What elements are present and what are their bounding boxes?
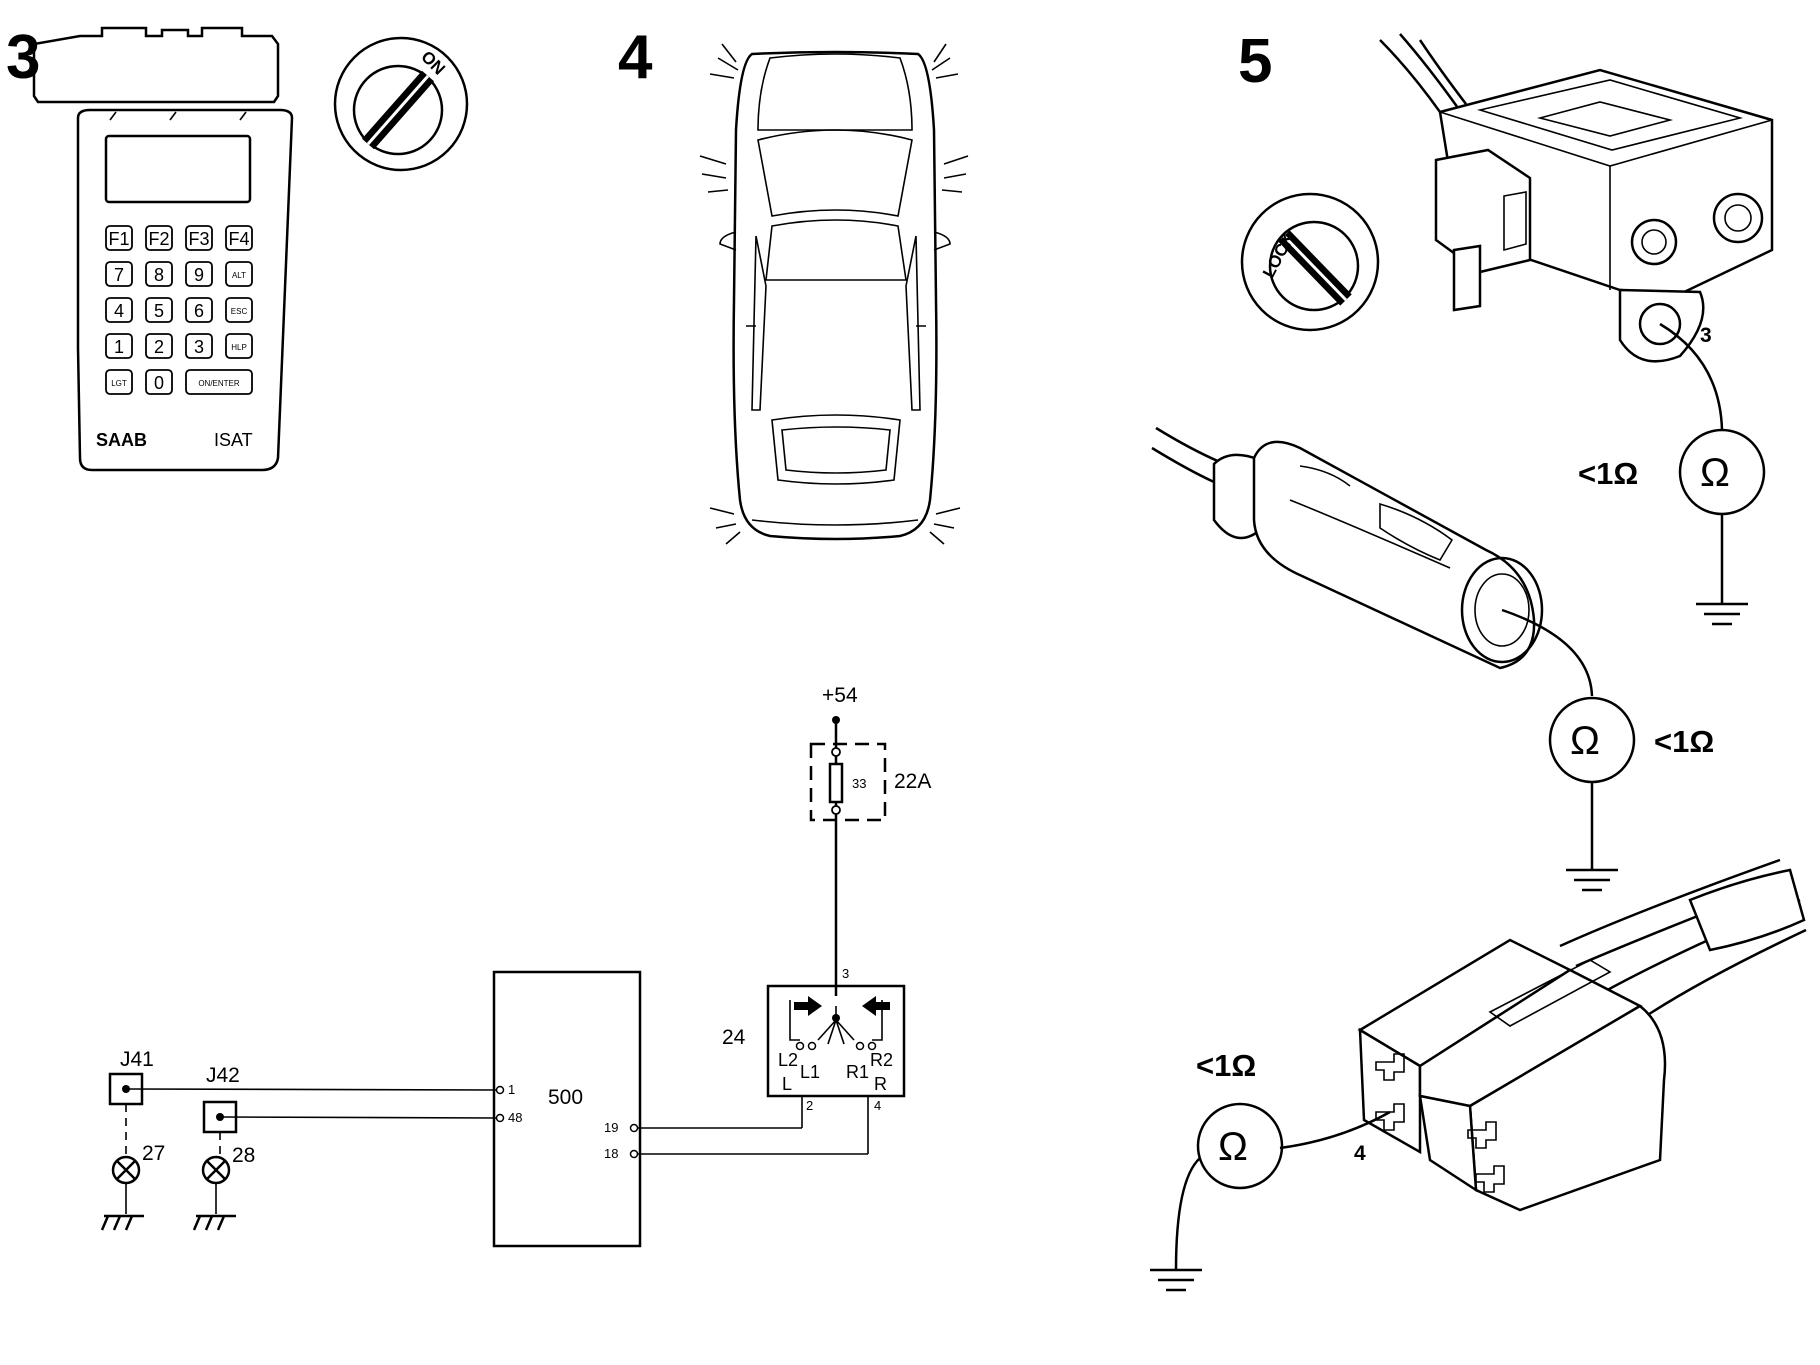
fuse-icon	[828, 762, 844, 804]
ignition-on-icon: ON	[333, 36, 469, 172]
isat-key-bg	[145, 261, 173, 287]
switch-l1: L1	[800, 1062, 820, 1082]
fuse-box	[809, 742, 887, 822]
fuse-rating: 22A	[894, 770, 931, 793]
isat-key-bg	[225, 297, 253, 323]
ohm-symbol-2: Ω	[1570, 719, 1600, 763]
isat-key-bg	[145, 225, 173, 251]
isat-key-bg	[145, 297, 173, 323]
car-hazard-lights-icon	[699, 43, 969, 545]
isat-key-bg	[185, 225, 213, 251]
isat-key-bg	[185, 369, 253, 395]
isat-keypad: F1 F2 F3 F4 7 8 9 ALT 4 5 6 ESC 1 2 3 HLP LGT 0 ON/ENTER	[105, 225, 253, 395]
ohmmeter-3-icon: Ω <1Ω	[1150, 1048, 1284, 1292]
isat-key-bg	[105, 261, 133, 287]
isat-key-bg	[185, 261, 213, 287]
isat-key-hlp: HLP	[231, 343, 247, 352]
connector-j41-label: J41	[120, 1048, 154, 1071]
isat-key-bg	[105, 297, 133, 323]
switch-id: 24	[722, 1026, 746, 1049]
fuse-number: 33	[852, 776, 866, 791]
lamp-27-label: 27	[142, 1142, 165, 1165]
pin-3-label: 3	[1700, 324, 1712, 347]
hazard-switch-box	[766, 984, 906, 1098]
reading-2: <1Ω	[1654, 724, 1714, 759]
switch-pin-3: 3	[842, 966, 849, 981]
isat-key-bg	[105, 225, 133, 251]
control-unit-label: 500	[548, 1086, 583, 1109]
isat-key-bg	[145, 369, 173, 395]
ohmmeter-1-icon: Ω <1Ω	[1578, 428, 1766, 626]
isat-key-6: 6	[194, 301, 204, 321]
isat-key-3: 3	[194, 337, 204, 357]
isat-key-bg	[105, 333, 133, 359]
ohm-symbol-3: Ω	[1218, 1125, 1248, 1169]
wiring-diagram: +54 33 22A 3 24 L2 L1 L R1 R2 R 2 4	[100, 684, 931, 1248]
isat-key-bg	[105, 369, 133, 395]
lamp-28-label: 28	[232, 1144, 255, 1167]
isat-key-bg	[185, 297, 213, 323]
unit-pin-19: 19	[604, 1120, 618, 1135]
isat-key-f3: F3	[188, 229, 209, 249]
isat-key-bg	[225, 261, 253, 287]
isat-key-lgt: LGT	[111, 379, 127, 388]
connector-top-icon: 3	[1379, 33, 1774, 431]
isat-key-1: 1	[114, 337, 124, 357]
isat-key-bg	[145, 333, 173, 359]
switch-pin-2: 2	[806, 1098, 813, 1113]
switch-r1: R1	[846, 1062, 869, 1082]
unit-pin-1: 1	[508, 1082, 515, 1097]
supply-label: +54	[822, 684, 858, 707]
isat-key-2: 2	[154, 337, 164, 357]
switch-l2: L2	[778, 1050, 798, 1070]
unit-pin-48: 48	[508, 1110, 522, 1125]
connector-j42-label: J42	[206, 1064, 240, 1087]
isat-key-bg	[225, 333, 253, 359]
lamp-27-icon	[100, 1155, 144, 1231]
reading-1: <1Ω	[1578, 456, 1638, 491]
pin-4-label: 4	[1354, 1142, 1366, 1165]
isat-key-0: 0	[154, 373, 164, 393]
ohmmeter-2-icon: Ω <1Ω	[1548, 696, 1714, 892]
step-4-number: 4	[618, 23, 653, 92]
isat-key-f4: F4	[228, 229, 249, 249]
switch-l: L	[782, 1074, 792, 1094]
unit-pin-18: 18	[604, 1146, 618, 1161]
control-unit-500	[492, 970, 642, 1248]
isat-brand-label: SAAB	[96, 430, 147, 450]
isat-key-5: 5	[154, 301, 164, 321]
isat-key-7: 7	[114, 265, 124, 285]
isat-key-f1: F1	[108, 229, 129, 249]
isat-model-label: ISAT	[214, 430, 253, 450]
isat-key-8: 8	[154, 265, 164, 285]
switch-pin-4: 4	[874, 1098, 881, 1113]
isat-key-bg	[225, 225, 253, 251]
bulb-socket-icon	[1151, 426, 1594, 697]
isat-key-9: 9	[194, 265, 204, 285]
isat-tester-icon: SAAB ISAT	[32, 26, 294, 472]
isat-key-onenter: ON/ENTER	[198, 379, 240, 388]
switch-r: R	[874, 1074, 887, 1094]
step-5-number: 5	[1238, 27, 1272, 96]
isat-key-alt: ALT	[232, 271, 246, 280]
step-3-number: 3	[6, 23, 40, 92]
ohm-symbol-1: Ω	[1700, 451, 1730, 495]
lamp-28-icon	[192, 1155, 236, 1231]
connector-bottom-icon: 4	[1279, 858, 1807, 1212]
ignition-lock-icon: LOCK	[1240, 192, 1380, 332]
reading-3: <1Ω	[1196, 1048, 1256, 1083]
switch-r2: R2	[870, 1050, 893, 1070]
isat-key-f2: F2	[148, 229, 169, 249]
isat-key-bg	[185, 333, 213, 359]
isat-key-esc: ESC	[231, 307, 248, 316]
isat-key-4: 4	[114, 301, 124, 321]
